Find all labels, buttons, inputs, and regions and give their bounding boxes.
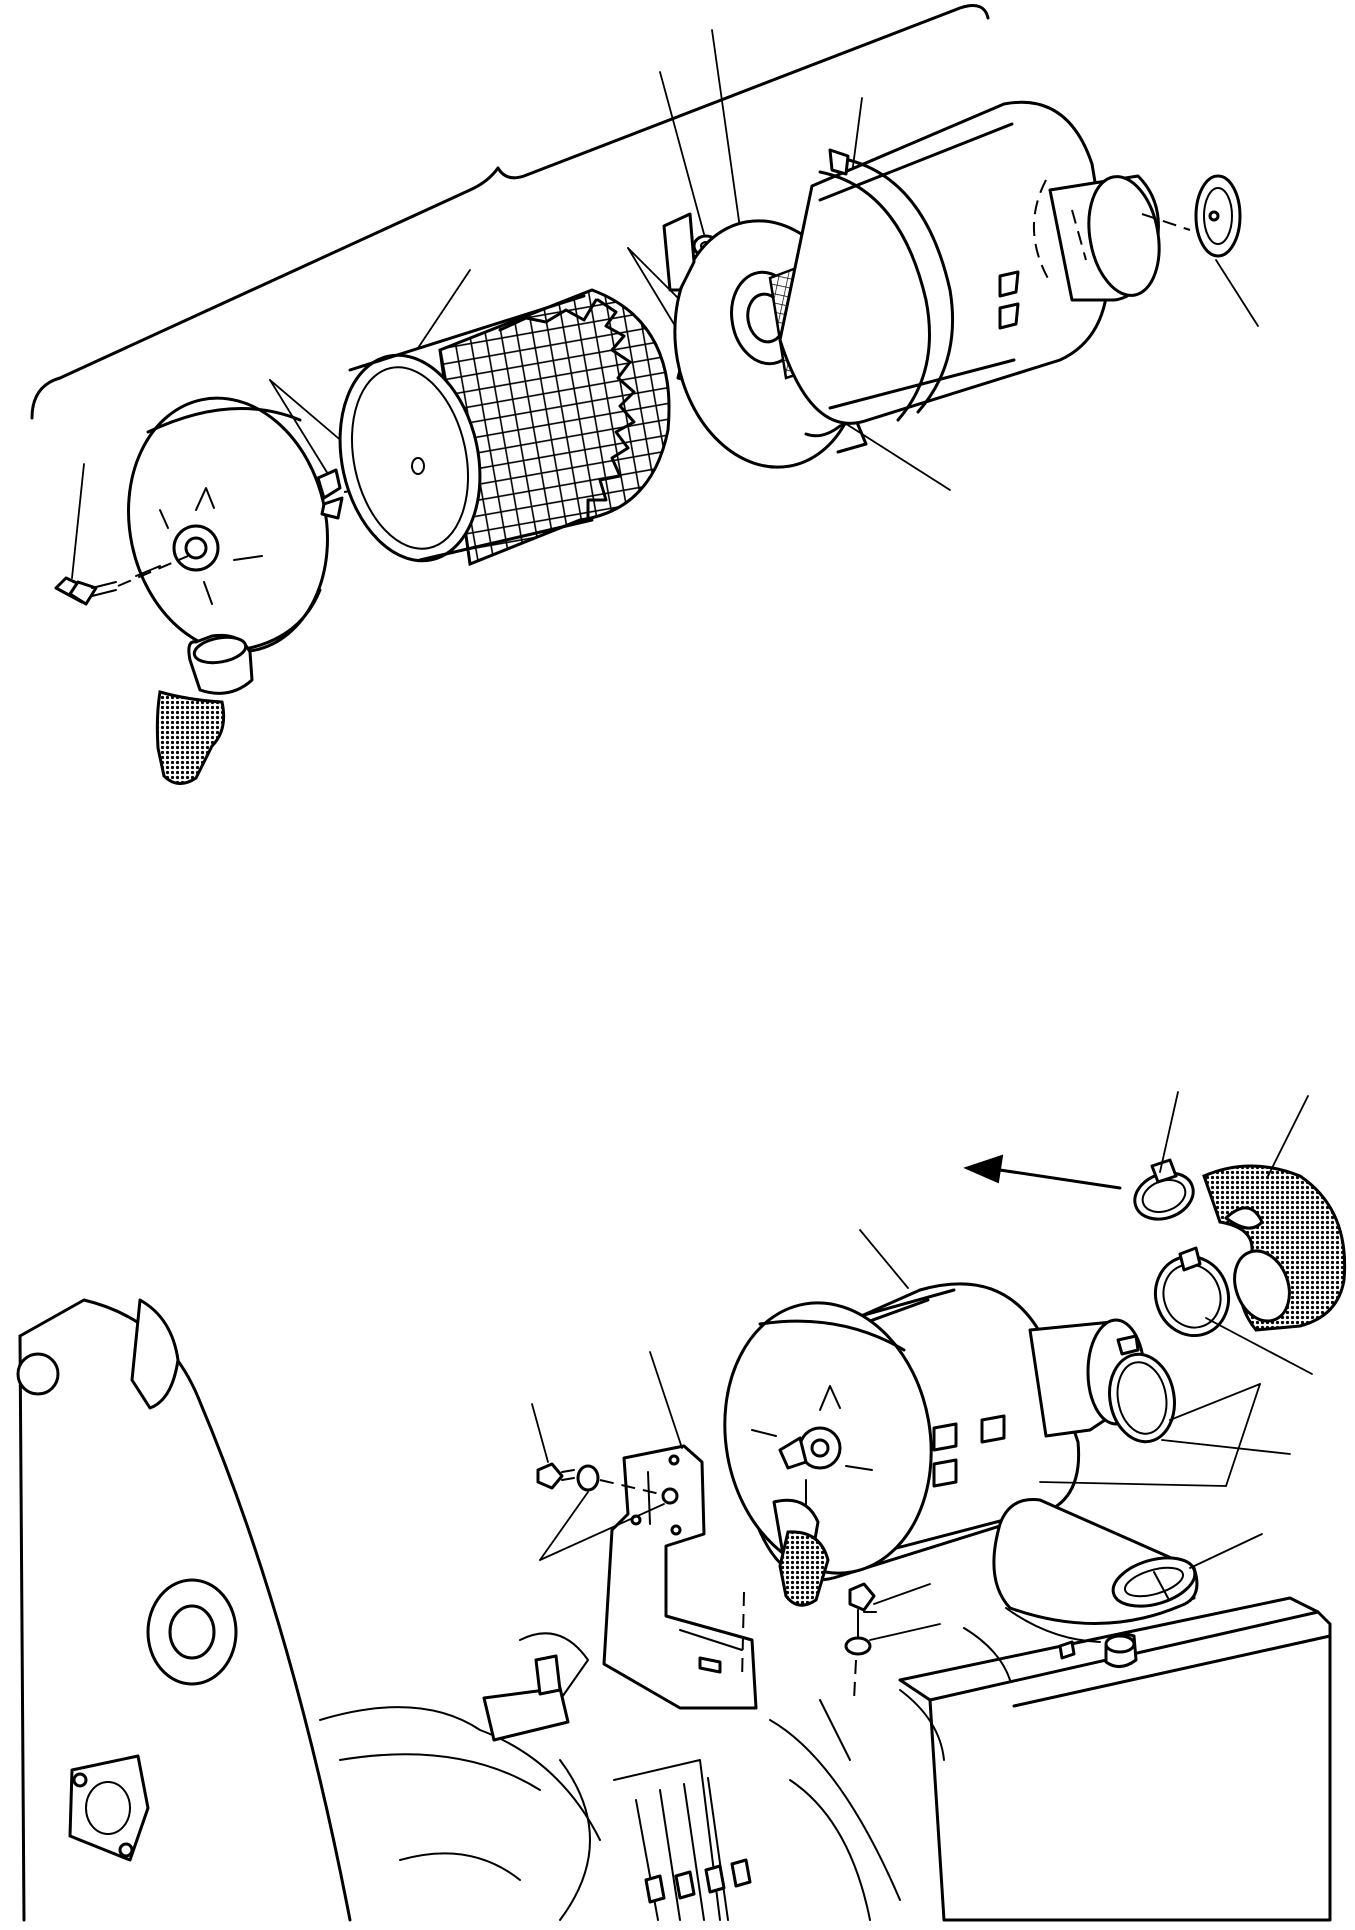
hose-clamp xyxy=(1039,1091,1313,1487)
air-cleaner-assembly xyxy=(723,1229,1146,1607)
filter-housing xyxy=(778,100,1110,425)
engine-block xyxy=(16,1298,901,1922)
installation-view xyxy=(16,1091,1347,1922)
mounting-bracket xyxy=(602,1351,758,1710)
primary-filter-element xyxy=(338,269,671,567)
intake-hose xyxy=(1202,1095,1347,1332)
intake-inlet xyxy=(1032,174,1191,302)
wing-screw xyxy=(54,463,189,606)
exploded-view xyxy=(30,4,1259,785)
radiator-top-tank xyxy=(898,1584,1332,1922)
alignment-line xyxy=(853,1659,857,1701)
assembly-brace xyxy=(30,4,990,420)
dust-valve xyxy=(155,633,254,785)
bolt-and-washer xyxy=(531,1403,941,1656)
airflow-arrow xyxy=(963,1154,1122,1190)
pre-cleaner-duct xyxy=(963,1498,1263,1681)
alignment-line xyxy=(741,1591,745,1681)
service-indicator xyxy=(1194,174,1259,327)
top-cover xyxy=(127,396,329,654)
